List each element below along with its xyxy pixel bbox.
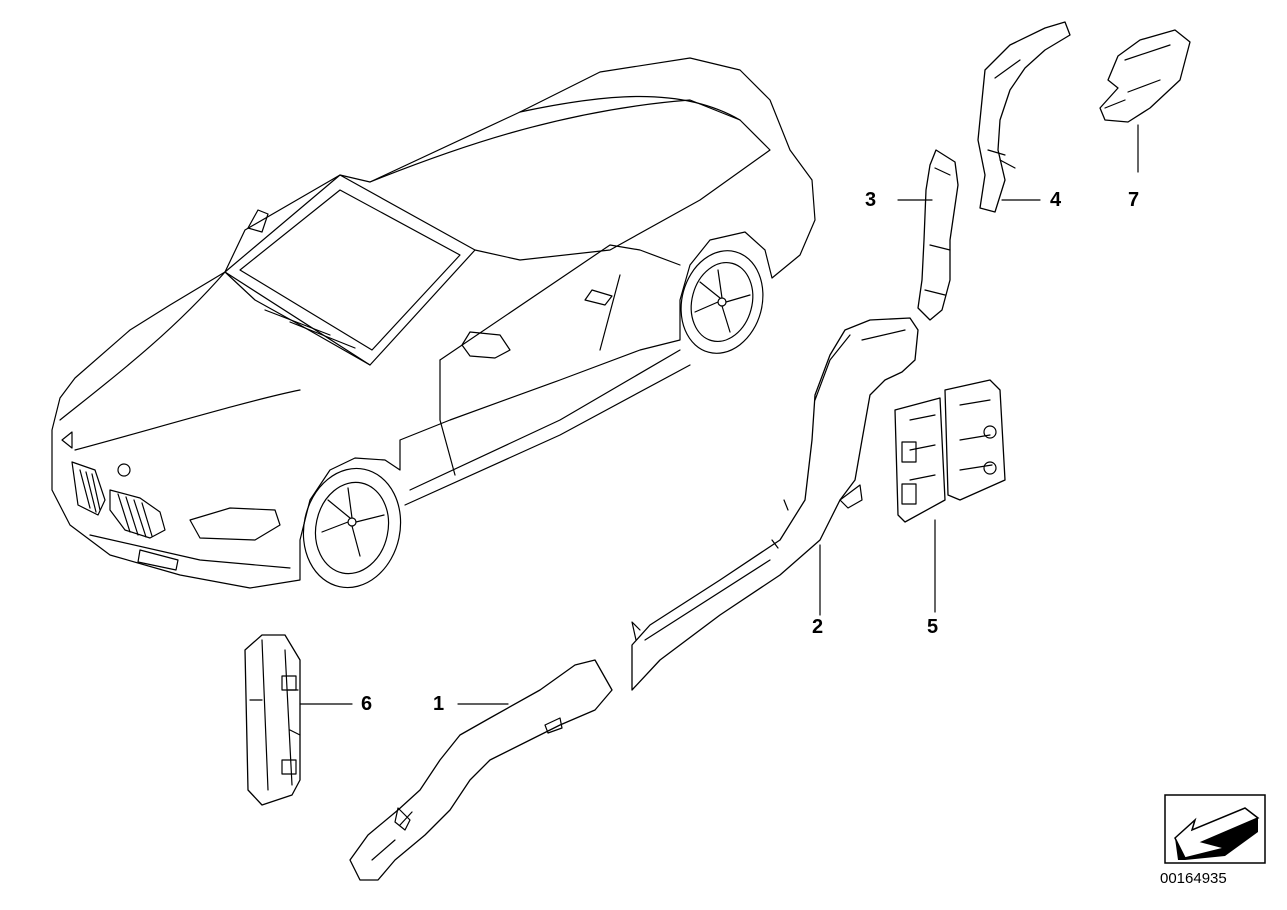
callout-4: 4 <box>1050 189 1062 211</box>
callout-5: 5 <box>927 616 939 638</box>
callout-1: 1 <box>433 693 445 715</box>
part-6-module <box>244 634 353 806</box>
callout-7: 7 <box>1128 189 1140 211</box>
part-4-rear-duct <box>977 21 1071 213</box>
convertible-car-outline-icon <box>51 57 816 589</box>
callout-3: 3 <box>865 189 877 211</box>
part-2-long-duct <box>631 317 919 691</box>
part-5-control-unit <box>894 379 1006 613</box>
part-1-front-duct <box>349 659 613 881</box>
callout-2: 2 <box>812 616 824 638</box>
diagram-number: 00164935 <box>1160 870 1227 887</box>
direction-arrow-icon <box>1164 794 1266 864</box>
part-3-pillar-duct <box>897 149 959 321</box>
part-7-bracket <box>1099 29 1191 173</box>
callout-6: 6 <box>361 693 373 715</box>
